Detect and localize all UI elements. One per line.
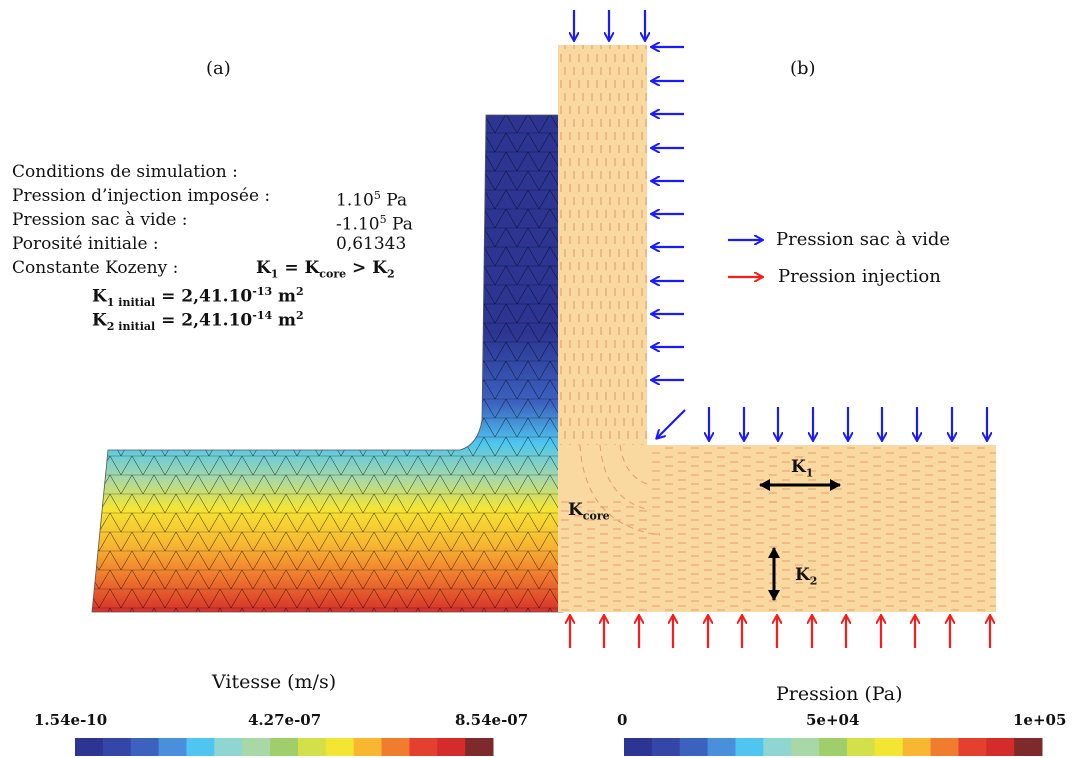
condition-value-porosity: 0,61343 xyxy=(336,234,407,254)
colorbar-swatch xyxy=(1014,738,1043,756)
colorbar-swatch xyxy=(902,738,932,756)
panel-b-label: (b) xyxy=(790,58,816,79)
conditions-title: Conditions de simulation : xyxy=(12,162,238,182)
kozeny-relation: K1 = Kcore > K2 xyxy=(256,258,395,281)
pressure-colorbar xyxy=(624,738,1043,756)
k1-initial: K1 initial = 2,41.10-13 m2 xyxy=(92,285,304,310)
colorbar-swatch xyxy=(986,738,1015,756)
legend-vacuum-label: Pression sac à vide xyxy=(776,229,951,250)
colorbar-swatch xyxy=(874,738,904,756)
composite-panel xyxy=(558,45,996,612)
colorbar-swatch xyxy=(242,738,271,756)
colorbar-swatch xyxy=(791,738,820,756)
colorbar-swatch xyxy=(186,738,215,756)
vacuum-pressure-arrows xyxy=(574,10,987,440)
velocity-tick-min: 1.54e-10 xyxy=(34,711,108,729)
k-core-label: Kcore xyxy=(568,500,610,523)
injection-pressure-arrows xyxy=(570,616,990,648)
colorbar-swatch xyxy=(297,738,327,756)
pressure-tick-mid: 5e+04 xyxy=(806,711,860,729)
colorbar-swatch xyxy=(353,738,383,756)
colorbar-swatch xyxy=(819,738,848,756)
colorbar-swatch xyxy=(707,738,736,756)
colorbar-swatch xyxy=(102,738,132,756)
colorbar-swatch xyxy=(763,738,792,756)
k1-label: K1 xyxy=(791,457,814,480)
k2-initial: K2 initial = 2,41.10-14 m2 xyxy=(92,309,304,334)
velocity-colorbar xyxy=(75,738,494,756)
colorbar-swatch xyxy=(437,738,466,756)
colorbar-swatch xyxy=(624,738,653,756)
vacuum-arrow xyxy=(657,409,686,438)
velocity-mesh-panel xyxy=(91,114,564,613)
condition-label-vacuum: Pression sac à vide : xyxy=(12,210,188,230)
colorbar-swatch xyxy=(158,738,187,756)
velocity-tick-mid: 4.27e-07 xyxy=(248,711,322,729)
colorbar-swatch xyxy=(409,738,438,756)
kozeny-label: Constante Kozeny : xyxy=(12,258,179,278)
colorbar-swatch xyxy=(958,738,987,756)
velocity-tick-max: 8.54e-07 xyxy=(455,711,529,729)
pressure-tick-max: 1e+05 xyxy=(1013,711,1067,729)
pressure-colorbar-title: Pression (Pa) xyxy=(776,683,903,705)
condition-value-injection: 1.105 Pa xyxy=(336,189,408,211)
colorbar-swatch xyxy=(465,738,494,756)
colorbar-swatch xyxy=(75,738,104,756)
colorbar-swatch xyxy=(930,738,959,756)
colorbar-swatch xyxy=(381,738,410,756)
k2-label: K2 xyxy=(795,565,818,588)
colorbar-swatch xyxy=(270,738,299,756)
colorbar-swatch xyxy=(846,738,876,756)
panel-a-label: (a) xyxy=(206,58,231,79)
condition-label-porosity: Porosité initiale : xyxy=(12,234,159,254)
colorbar-swatch xyxy=(214,738,243,756)
colorbar-swatch xyxy=(735,738,764,756)
colorbar-swatch xyxy=(651,738,681,756)
colorbar-swatch xyxy=(679,738,709,756)
velocity-colorbar-title: Vitesse (m/s) xyxy=(212,671,337,693)
condition-value-vacuum: -1.105 Pa xyxy=(336,213,413,235)
legend-injection-label: Pression injection xyxy=(778,266,941,287)
pressure-tick-min: 0 xyxy=(617,711,628,729)
condition-label-injection: Pression d’injection imposée : xyxy=(12,186,271,206)
colorbar-swatch xyxy=(325,738,355,756)
colorbar-swatch xyxy=(130,738,160,756)
